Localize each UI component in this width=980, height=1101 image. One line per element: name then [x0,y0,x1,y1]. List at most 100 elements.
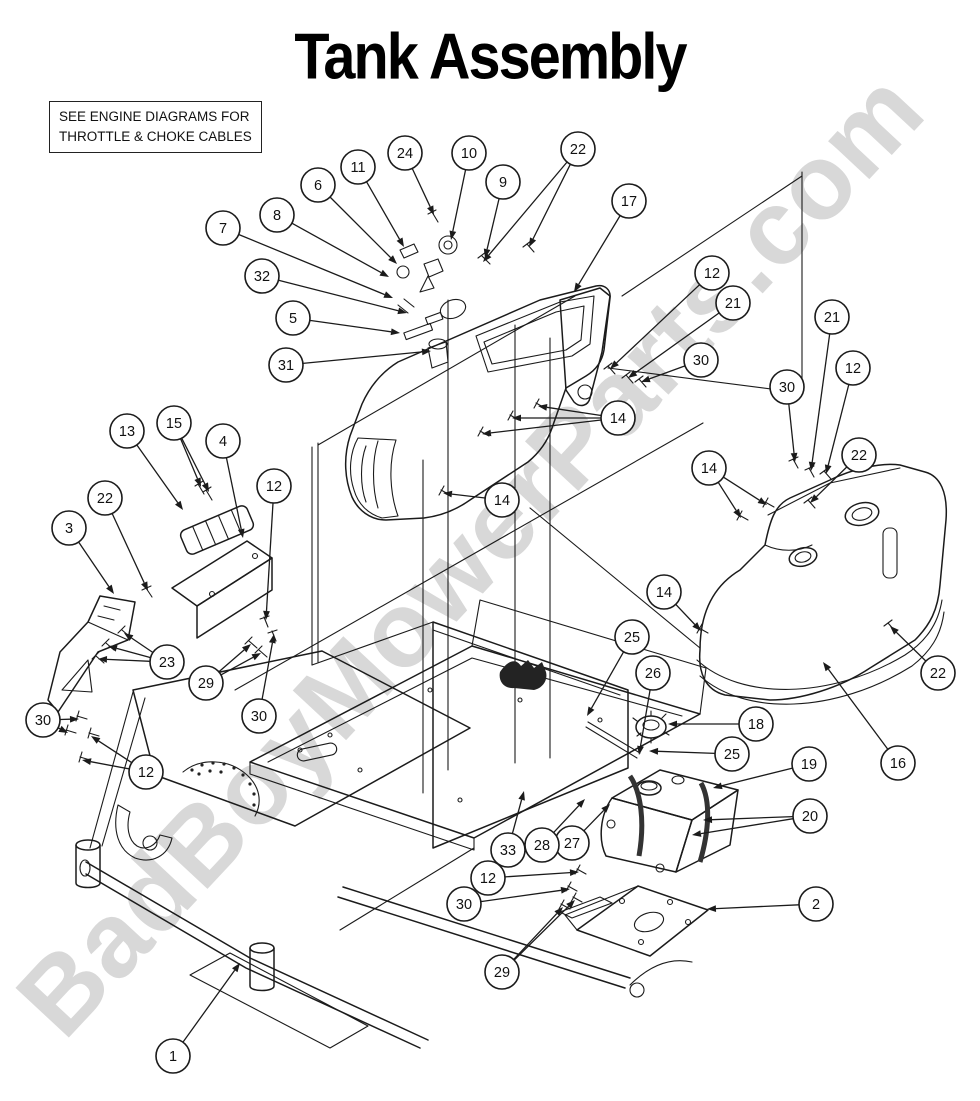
callout-balloon-26 [635,655,671,691]
callout-balloon-4 [205,423,241,459]
callout-number-8: 8 [273,208,281,224]
callout-22: 22 [87,480,148,591]
callout-8: 8 [259,197,389,277]
fuel-cap-drawing [585,710,670,759]
callout-21: 21 [808,299,850,471]
callout-30: 30 [241,634,277,734]
callout-number-27: 27 [564,836,580,852]
callout-balloon-1 [155,1038,191,1074]
callout-22: 22 [483,131,596,262]
callout-17: 17 [574,183,647,292]
callout-number-30: 30 [779,380,795,396]
callout-26: 26 [635,655,671,755]
callout-balloon-24 [387,135,423,171]
callout-balloon-30 [769,369,805,405]
callout-balloon-6 [300,167,336,203]
callout-balloon-12 [128,754,164,790]
callout-12: 12 [82,736,164,790]
callout-number-21: 21 [725,296,741,312]
callout-number-17: 17 [621,194,637,210]
callout-number-18: 18 [748,717,764,733]
callout-13: 13 [109,413,183,510]
callout-number-3: 3 [65,521,73,537]
callout-number-4: 4 [219,434,227,450]
callout-12: 12 [610,255,730,369]
console-controls-drawing [396,209,491,314]
callout-balloon-2 [798,886,834,922]
callout-number-24: 24 [397,146,413,162]
callout-balloon-25 [714,736,750,772]
right-fuel-tank-drawing [696,463,948,705]
callout-6: 6 [300,167,397,264]
callout-balloon-31 [268,347,304,383]
callout-balloon-30 [241,698,277,734]
callout-balloon-22 [560,131,596,167]
callout-32: 32 [244,258,407,315]
callout-balloon-12 [470,860,506,896]
page-title: Tank Assembly [294,20,687,93]
callout-number-25: 25 [724,747,740,763]
callout-14: 14 [443,482,520,518]
callout-4: 4 [205,423,245,538]
callout-number-30: 30 [251,709,267,725]
callout-number-1: 1 [169,1049,177,1065]
callout-number-6: 6 [314,178,322,194]
callout-balloon-8 [259,197,295,233]
note-line-1: SEE ENGINE DIAGRAMS FOR [59,109,250,124]
callout-balloon-10 [451,135,487,171]
callout-16: 16 [823,662,916,781]
callout-5: 5 [275,300,400,336]
callout-balloon-30 [25,702,61,738]
tank-mount-plate-drawing [559,885,709,957]
callout-balloon-22 [920,655,956,691]
callout-balloon-14 [484,482,520,518]
callout-number-25: 25 [624,630,640,646]
callout-number-22: 22 [930,666,946,682]
callout-number-33: 33 [500,843,516,859]
callout-24: 24 [387,135,434,215]
callout-number-23: 23 [159,655,175,671]
callout-22: 22 [890,626,956,691]
callout-14: 14 [646,574,701,631]
callout-25: 25 [649,736,750,772]
callout-balloon-30 [683,342,719,378]
callout-number-30: 30 [456,897,472,913]
callout-18: 18 [668,706,774,742]
callout-balloon-3 [51,510,87,546]
callout-number-7: 7 [219,221,227,237]
callout-number-14: 14 [494,493,510,509]
callout-balloon-14 [600,400,636,436]
callout-balloon-21 [715,285,751,321]
callout-balloon-33 [490,832,526,868]
callout-31: 31 [268,347,431,383]
callout-30: 30 [769,369,805,462]
callout-balloon-12 [694,255,730,291]
callout-balloon-23 [149,644,185,680]
callout-12: 12 [256,468,292,620]
callout-1: 1 [155,963,240,1074]
callout-balloon-25 [614,619,650,655]
callout-27: 27 [554,804,610,861]
callout-number-13: 13 [119,424,135,440]
callout-number-19: 19 [801,757,817,773]
callout-balloon-15 [156,405,192,441]
callout-balloon-22 [841,437,877,473]
frame-drawing [75,599,707,1049]
callout-30: 30 [446,886,570,922]
callout-balloon-18 [738,706,774,742]
callout-balloon-29 [188,665,224,701]
callout-number-16: 16 [890,756,906,772]
callout-balloon-5 [275,300,311,336]
callout-21: 21 [628,285,751,378]
callout-33: 33 [490,791,526,868]
callout-number-12: 12 [845,361,861,377]
callout-balloon-32 [244,258,280,294]
callout-balloon-7 [205,210,241,246]
callout-29: 29 [188,644,261,701]
callout-12: 12 [824,350,871,474]
callout-balloon-9 [485,164,521,200]
callout-2: 2 [707,886,834,922]
hardware-drawing [64,240,896,910]
